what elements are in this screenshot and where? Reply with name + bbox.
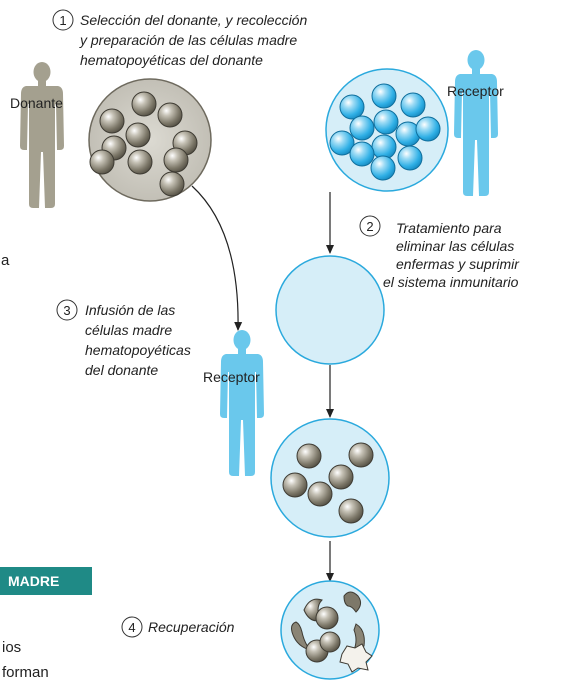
step-1-line-2: y preparación de las células madre <box>79 32 297 48</box>
recipient-diseased-cell <box>373 109 399 135</box>
step-3-line-4: del donante <box>85 362 158 378</box>
donor-stem-cell <box>127 149 153 175</box>
recipient-diseased-cell <box>397 145 423 171</box>
step-2-number-circle <box>359 215 381 237</box>
step-4-number-circle <box>121 616 143 638</box>
recipient-diseased-cell <box>371 83 397 109</box>
donor-person-icon <box>20 62 64 208</box>
section-banner-text: MADRE <box>8 573 59 589</box>
donor-stem-cell <box>319 631 341 653</box>
page-fragment-char: a <box>1 252 10 269</box>
recovery-cells <box>291 591 373 673</box>
step-1-line-1: Selección del donante, y recolección <box>80 12 307 28</box>
donor-stem-cell <box>338 498 364 524</box>
donor-stem-cell <box>159 171 185 197</box>
step-2-number: 2 <box>366 219 373 234</box>
step-4-line-1: Recuperación <box>148 619 235 635</box>
recipient-diseased-cell <box>371 134 397 160</box>
step-3-line-3: hematopoyéticas <box>85 342 191 358</box>
red-blood-cell <box>343 591 362 613</box>
donor-cells <box>89 91 198 197</box>
recipient-cells <box>329 83 441 181</box>
donor-stem-cell <box>89 149 115 175</box>
donor-stem-cell <box>315 606 339 630</box>
donor-stem-cell <box>131 91 157 117</box>
step-1-number: 1 <box>59 13 66 28</box>
recipient-label-top: Receptor <box>447 83 504 99</box>
recipient-diseased-cell <box>349 141 375 167</box>
recipient-label-mid: Receptor <box>203 369 260 385</box>
page-fragment-line-2: forman <box>2 664 49 681</box>
step-2-line-3: enfermas y suprimir <box>396 256 520 272</box>
donor-stem-cell <box>307 481 333 507</box>
engrafted-cells <box>282 442 374 524</box>
step-3-line-2: células madre <box>85 322 172 338</box>
section-banner <box>0 567 92 595</box>
donor-stem-cell <box>157 102 183 128</box>
recipient-diseased-cell <box>349 115 375 141</box>
white-blood-cell <box>339 643 373 673</box>
donor-stem-cell <box>296 443 322 469</box>
step-1-line-3: hematopoyéticas del donante <box>80 52 263 68</box>
recipient-diseased-cell <box>370 155 396 181</box>
step-3-label: 3 Infusión de las células madre hematopo… <box>56 299 191 378</box>
step-3-number-circle <box>56 299 78 321</box>
step-3-number: 3 <box>63 303 70 318</box>
arrow-donor-to-recipient <box>191 185 243 331</box>
step-1-label: 1 Selección del donante, y recolección y… <box>52 9 307 68</box>
step-4-label: 4 Recuperación <box>121 616 235 638</box>
step-1-number-circle <box>52 9 74 31</box>
donor-stem-cell <box>125 122 151 148</box>
conditioned-marrow-circle <box>275 255 385 365</box>
step-4-number: 4 <box>128 620 135 635</box>
donor-stem-cell <box>348 442 374 468</box>
donor-stem-cell <box>163 147 189 173</box>
recipient-diseased-cell <box>329 130 355 156</box>
step-2-line-1: Tratamiento para <box>396 220 502 236</box>
recipient-diseased-cell <box>415 116 441 142</box>
step-2-line-2: eliminar las células <box>396 238 514 254</box>
recipient-person-icon-top <box>454 50 498 196</box>
recipient-diseased-cell <box>400 92 426 118</box>
donor-stem-cell <box>282 472 308 498</box>
sickle-cell <box>291 621 312 651</box>
step-2-label: 2 Tratamiento para eliminar las células … <box>359 215 520 290</box>
step-3-line-1: Infusión de las <box>85 302 175 318</box>
page-fragment-line-1: ios <box>2 639 21 656</box>
donor-stem-cell <box>328 464 354 490</box>
recipient-diseased-cell <box>339 94 365 120</box>
donor-stem-cell <box>99 108 125 134</box>
step-2-line-4: el sistema inmunitario <box>383 274 519 290</box>
donor-label: Donante <box>10 95 63 111</box>
recipient-person-icon-mid <box>220 330 264 476</box>
